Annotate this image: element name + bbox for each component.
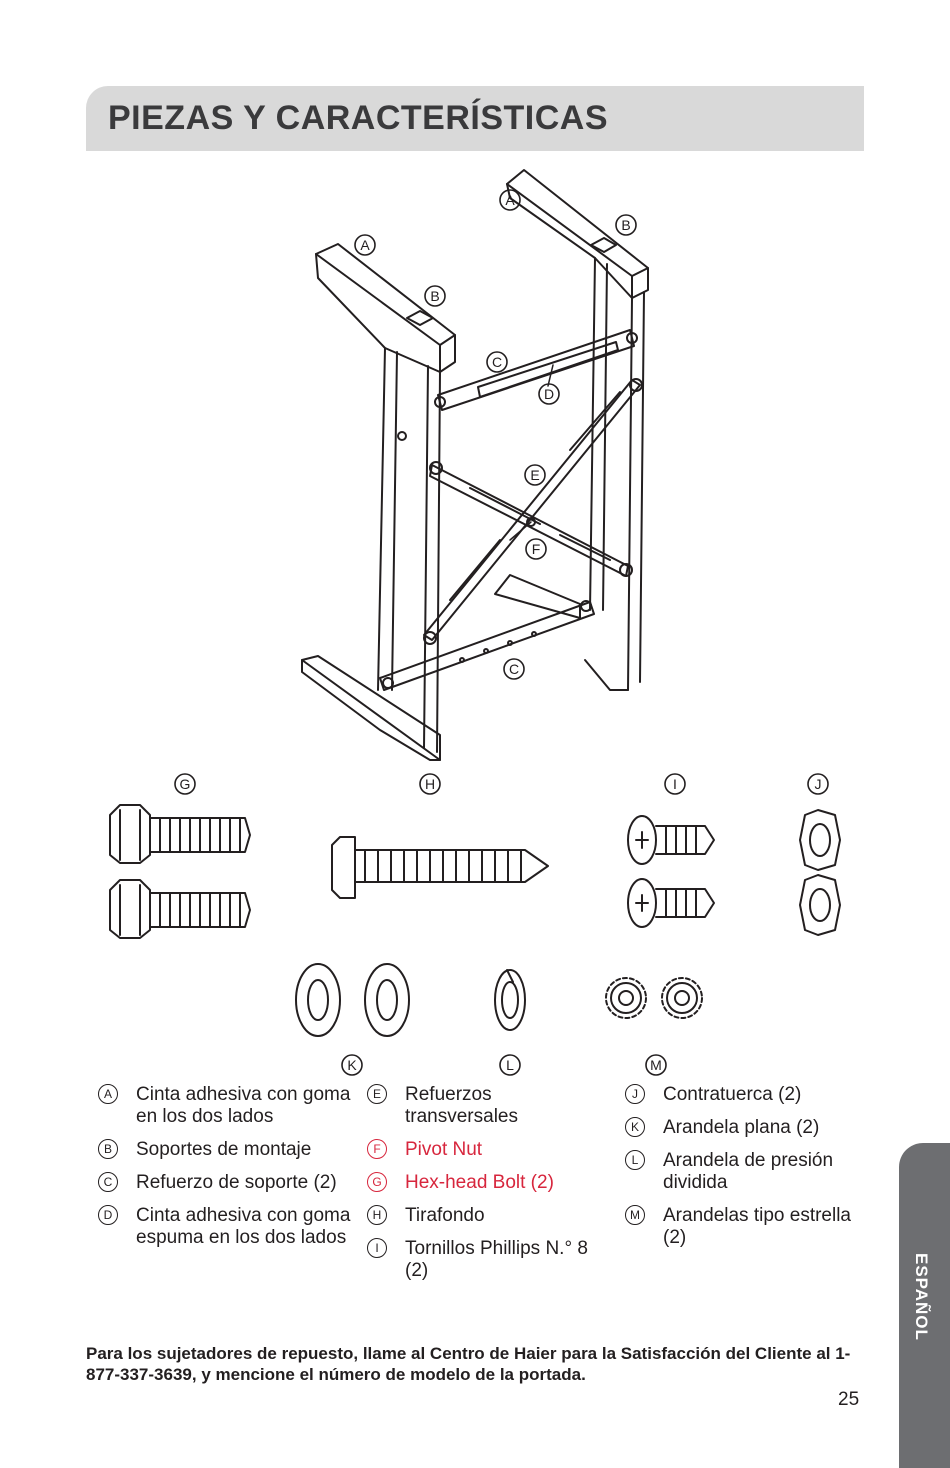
section-title-bar: PIEZAS Y CARACTERÍSTICAS <box>86 86 864 151</box>
language-side-tab: ESPAÑOL <box>899 1143 950 1468</box>
legend-item-g: G Hex-head Bolt (2) <box>357 1172 607 1194</box>
legend-badge: G <box>367 1172 387 1192</box>
callout-l: L <box>506 1057 514 1073</box>
legend-text: Tornillos Phillips N.° 8 (2) <box>405 1238 588 1281</box>
callout-f: F <box>532 541 541 557</box>
flat-washer-drawing <box>295 963 410 1037</box>
legend-column-2: E Refuerzos transversales F Pivot Nut G Hex… <box>357 1084 607 1293</box>
lock-nut-drawing <box>799 809 841 936</box>
legend-item-i: I Tornillos Phillips N.° 8 (2) <box>357 1238 607 1282</box>
callout-c-top: C <box>492 354 502 370</box>
legend-badge: D <box>98 1205 118 1225</box>
callout-b-left: B <box>430 288 439 304</box>
legend-text: Soportes de montaje <box>136 1139 312 1160</box>
legend-text: Tirafondo <box>405 1205 485 1226</box>
callout-h: H <box>425 776 435 792</box>
page-title: PIEZAS Y CARACTERÍSTICAS <box>108 99 609 137</box>
legend-text: Arandela plana (2) <box>663 1117 820 1138</box>
legend-item-a: A Cinta adhesiva con goma en los dos lado… <box>88 1084 358 1128</box>
legend-text: Pivot Nut <box>405 1139 483 1160</box>
language-label: ESPAÑOL <box>912 1253 931 1341</box>
callout-d: D <box>544 386 554 402</box>
callout-b-right: B <box>621 217 630 233</box>
legend-badge: E <box>367 1084 387 1104</box>
legend-item-h: H Tirafondo <box>357 1205 607 1227</box>
parts-illustration: A A B B C D E F C G H I J K L M <box>109 169 841 1076</box>
callout-g: G <box>180 776 191 792</box>
hex-bolt-drawing <box>109 804 251 939</box>
legend-badge: K <box>625 1117 645 1137</box>
callout-m: M <box>650 1057 662 1073</box>
phillips-screw-drawing <box>627 815 715 928</box>
legend-item-e: E Refuerzos transversales <box>357 1084 607 1128</box>
legend-text: Contratuerca (2) <box>663 1084 802 1105</box>
legend-text: Refuerzos transversales <box>405 1084 518 1127</box>
legend-badge: A <box>98 1084 118 1104</box>
legend-badge: I <box>367 1238 387 1258</box>
legend-badge: B <box>98 1139 118 1159</box>
legend-text: Arandela de presión dividida <box>663 1150 834 1193</box>
legend-item-d: D Cinta adhesiva con goma espuma en los d… <box>88 1205 358 1249</box>
legend-item-c: C Refuerzo de soporte (2) <box>88 1172 358 1194</box>
lag-screw-drawing <box>331 836 549 899</box>
legend-badge: M <box>625 1205 645 1225</box>
legend-badge: H <box>367 1205 387 1225</box>
legend-item-k: K Arandela plana (2) <box>615 1117 875 1139</box>
legend-item-m: M Arandelas tipo estrella (2) <box>615 1205 875 1249</box>
legend-text: Cinta adhesiva con goma espuma en los do… <box>136 1205 351 1248</box>
legend-item-l: L Arandela de presión dividida <box>615 1150 875 1194</box>
star-washer-drawing <box>605 977 703 1019</box>
legend-badge: J <box>625 1084 645 1104</box>
callout-a-left: A <box>360 237 370 253</box>
legend-badge: F <box>367 1139 387 1159</box>
legend-item-j: J Contratuerca (2) <box>615 1084 875 1106</box>
legend-text: Cinta adhesiva con goma en los dos lados <box>136 1084 351 1127</box>
callout-a-right: A <box>505 192 515 208</box>
page-number: 25 <box>838 1389 860 1410</box>
legend-text: Refuerzo de soporte (2) <box>136 1172 337 1193</box>
legend-text: Arandelas tipo estrella (2) <box>663 1205 851 1248</box>
callout-e: E <box>530 467 539 483</box>
replacement-fasteners-note: Para los sujetadores de repuesto, llame … <box>86 1344 851 1384</box>
callout-j: J <box>815 776 822 792</box>
legend-item-f: F Pivot Nut <box>357 1139 607 1161</box>
legend-column-1: A Cinta adhesiva con goma en los dos lado… <box>88 1084 358 1260</box>
callout-c-bottom: C <box>509 661 519 677</box>
stand-frame-drawing <box>301 169 649 761</box>
legend-text: Hex-head Bolt (2) <box>405 1172 554 1193</box>
legend-badge: C <box>98 1172 118 1192</box>
legend-badge: L <box>625 1150 645 1170</box>
split-washer-drawing <box>494 969 526 1031</box>
legend-item-b: B Soportes de montaje <box>88 1139 358 1161</box>
callout-k: K <box>347 1057 357 1073</box>
callout-i: I <box>673 776 677 792</box>
